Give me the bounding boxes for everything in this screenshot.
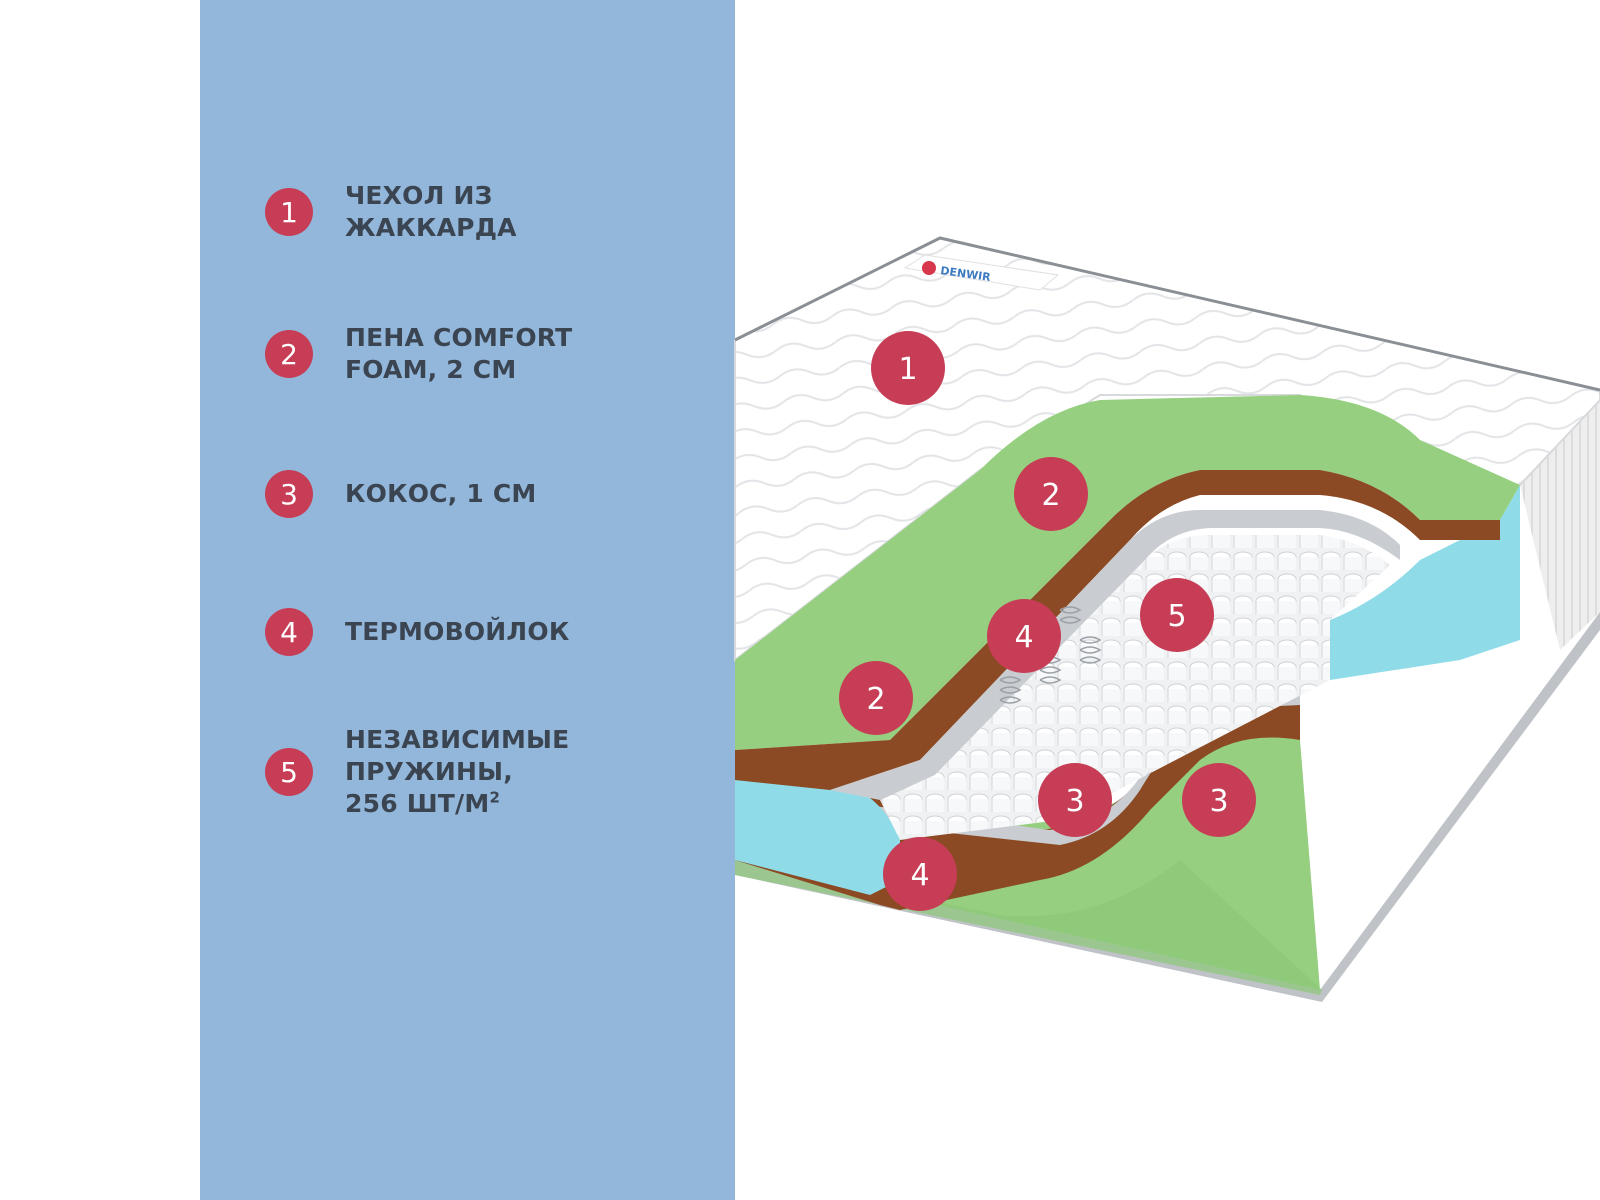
legend-item-comfort-foam: 2 Пена Comfort Foam, 2 см [265, 323, 705, 450]
brand-tag: DENWIR [903, 254, 1060, 291]
callout-cover: 1 [871, 331, 945, 405]
callout-upper-felt: 4 [987, 599, 1061, 673]
callout-upper-foam: 2 [1014, 457, 1088, 531]
cover-edge-piping [734, 236, 1600, 392]
left-edge-foam-block [735, 770, 900, 895]
svg-text:4: 4 [1014, 620, 1033, 655]
callout-springs: 5 [1140, 578, 1214, 652]
legend-label: Термовойлок [345, 617, 570, 646]
legend-item-springs: 5 Независимые пружины, 256 шт/м2 [265, 725, 705, 868]
legend-label: Независимые пружины, 256 шт/м2 [345, 725, 570, 818]
callout-lower-foam: 3 [1182, 763, 1256, 837]
legend-item-coconut: 3 Кокос, 1 см [265, 470, 705, 590]
upper-felt-layer [830, 510, 1400, 800]
svg-text:3: 3 [1209, 784, 1228, 819]
legend-badge: 3 [265, 470, 313, 518]
upper-comfort-foam-layer [735, 395, 1520, 750]
mattress-side [1520, 400, 1600, 650]
mattress-base-edge [735, 612, 1600, 1002]
legend-label: Пена Comfort Foam, 2 см [345, 323, 573, 384]
callout-lower-felt: 4 [883, 837, 957, 911]
legend-item-cover: 1 Чехол из жаккарда [265, 181, 705, 308]
legend-badge: 2 [265, 330, 313, 378]
svg-text:2: 2 [866, 682, 885, 717]
svg-text:3: 3 [1065, 784, 1084, 819]
callout-upper-coconut: 2 [839, 661, 913, 735]
pocket-spring-core [880, 535, 1390, 840]
legend-badge: 4 [265, 608, 313, 656]
legend-item-felt: 4 Термовойлок [265, 608, 705, 728]
svg-text:2: 2 [1041, 478, 1060, 513]
callout-lower-coconut: 3 [1038, 763, 1112, 837]
svg-text:5: 5 [1167, 599, 1186, 634]
upper-coconut-layer [735, 470, 1500, 790]
svg-text:4: 4 [910, 858, 929, 893]
legend-badge: 1 [265, 188, 313, 236]
svg-text:1: 1 [898, 352, 917, 387]
legend-badge: 5 [265, 748, 313, 796]
exposed-coil-springs [999, 606, 1102, 704]
legend-label: Чехол из жаккарда [345, 181, 517, 242]
legend-label: Кокос, 1 см [345, 479, 537, 508]
